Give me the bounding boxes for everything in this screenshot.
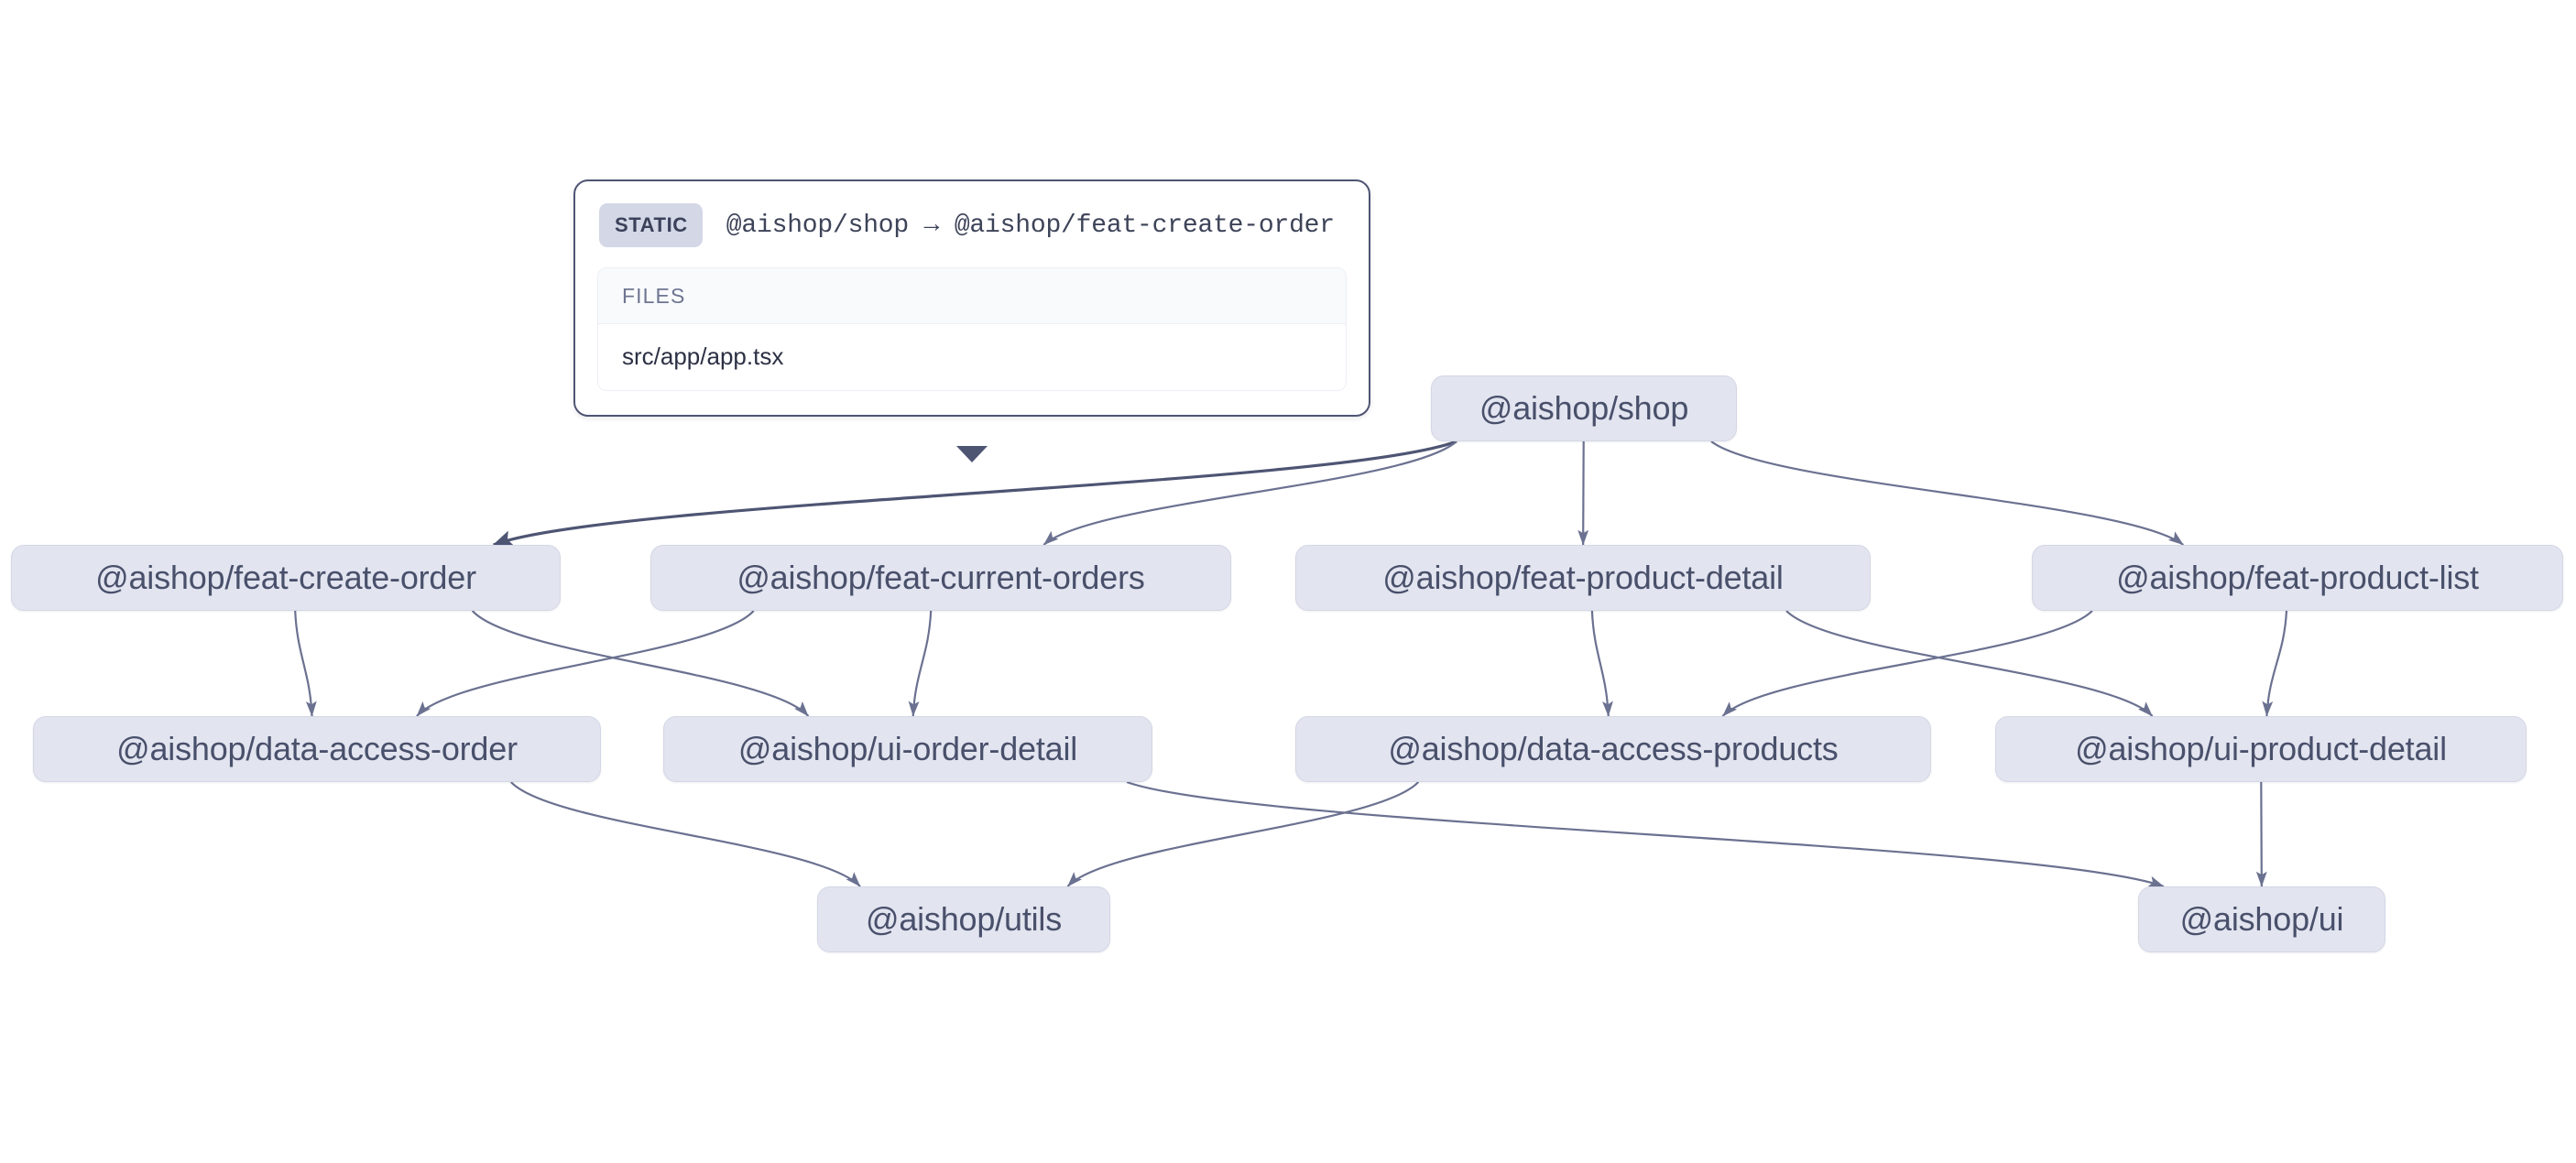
- graph-node-feat-product-detail[interactable]: @aishop/feat-product-detail: [1295, 545, 1871, 611]
- files-table-header: FILES: [598, 268, 1346, 324]
- dependency-title: @aishop/shop → @aishop/feat-create-order: [726, 211, 1335, 240]
- graph-edge-feat-create-order-to-ui-order-detail[interactable]: [471, 610, 810, 717]
- graph-edge-data-access-products-to-utils[interactable]: [1066, 781, 1420, 887]
- graph-node-label: @aishop/ui: [2179, 900, 2344, 938]
- graph-node-label: @aishop/utils: [865, 900, 1063, 938]
- edge-tooltip-card[interactable]: STATIC @aishop/shop → @aishop/feat-creat…: [573, 179, 1370, 417]
- tooltip-pointer-triangle: [956, 446, 988, 462]
- graph-node-label: @aishop/shop: [1479, 389, 1689, 427]
- tooltip-header: STATIC @aishop/shop → @aishop/feat-creat…: [597, 201, 1347, 247]
- graph-node-label: @aishop/feat-current-orders: [737, 559, 1145, 596]
- graph-node-label: @aishop/data-access-products: [1388, 730, 1839, 767]
- graph-edge-feat-product-detail-to-ui-product-detail[interactable]: [1785, 610, 2154, 717]
- graph-node-ui-product-detail[interactable]: @aishop/ui-product-detail: [1995, 716, 2527, 782]
- dependency-type-badge: STATIC: [599, 203, 703, 247]
- graph-edge-feat-current-orders-to-data-access-order[interactable]: [416, 610, 755, 717]
- graph-edge-shop-to-feat-product-list[interactable]: [1710, 440, 2185, 546]
- graph-edge-feat-product-list-to-ui-product-detail[interactable]: [2262, 610, 2288, 717]
- graph-node-ui-order-detail[interactable]: @aishop/ui-order-detail: [663, 716, 1152, 782]
- graph-edge-feat-product-detail-to-data-access-products[interactable]: [1590, 610, 1613, 717]
- graph-node-label: @aishop/ui-product-detail: [2075, 730, 2447, 767]
- graph-node-feat-current-orders[interactable]: @aishop/feat-current-orders: [650, 545, 1231, 611]
- graph-node-label: @aishop/feat-product-detail: [1382, 559, 1784, 596]
- graph-edge-ui-product-detail-to-ui[interactable]: [2255, 781, 2267, 887]
- graph-node-utils[interactable]: @aishop/utils: [817, 886, 1110, 952]
- file-row[interactable]: src/app/app.tsx: [598, 324, 1346, 390]
- graph-node-label: @aishop/ui-order-detail: [737, 730, 1078, 767]
- edge-paths: [294, 440, 2288, 888]
- graph-node-shop[interactable]: @aishop/shop: [1431, 375, 1737, 441]
- files-table: FILES src/app/app.tsx: [597, 267, 1347, 391]
- graph-node-label: @aishop/data-access-order: [116, 730, 518, 767]
- graph-edge-feat-current-orders-to-ui-order-detail[interactable]: [908, 610, 933, 717]
- graph-node-data-access-order[interactable]: @aishop/data-access-order: [33, 716, 601, 782]
- graph-edge-shop-to-feat-product-detail[interactable]: [1577, 440, 1589, 546]
- graph-node-label: @aishop/feat-product-list: [2116, 559, 2479, 596]
- graph-node-ui[interactable]: @aishop/ui: [2138, 886, 2385, 952]
- graph-edge-feat-create-order-to-data-access-order[interactable]: [294, 610, 317, 717]
- graph-edge-data-access-order-to-utils[interactable]: [510, 781, 861, 887]
- graph-edge-shop-to-feat-current-orders[interactable]: [1042, 440, 1457, 546]
- graph-node-label: @aishop/feat-create-order: [95, 559, 476, 596]
- graph-node-feat-create-order[interactable]: @aishop/feat-create-order: [11, 545, 561, 611]
- graph-node-feat-product-list[interactable]: @aishop/feat-product-list: [2032, 545, 2563, 611]
- graph-edge-ui-order-detail-to-ui[interactable]: [1126, 780, 2165, 888]
- graph-edge-feat-product-list-to-data-access-products[interactable]: [1721, 610, 2093, 717]
- graph-node-data-access-products[interactable]: @aishop/data-access-products: [1295, 716, 1931, 782]
